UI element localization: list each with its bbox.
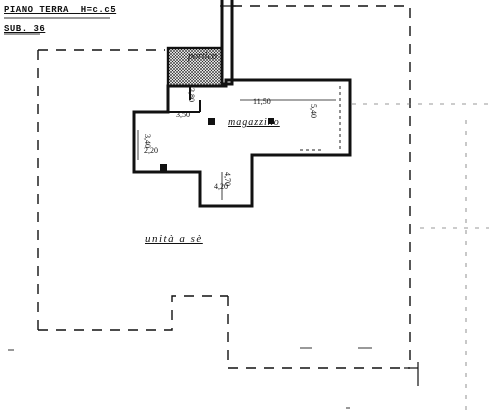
label-portico: portico [188, 51, 217, 62]
dimension-lines [137, 99, 336, 200]
label-magazzino: magazzino [228, 117, 280, 128]
dim-3-50: 3,50 [176, 110, 190, 119]
boundary-wall [220, 0, 234, 86]
floor-title: PIANO TERRA H=c.c5 [4, 5, 117, 15]
dim-11-50: 11,50 [253, 97, 271, 106]
lot-boundary-right [227, 5, 411, 369]
magazzino-walls [132, 78, 352, 208]
inner-partitions [168, 86, 201, 113]
lot-boundary-left [37, 49, 228, 331]
stray-marks [8, 347, 372, 409]
dim-2-20: 2,20 [144, 146, 158, 155]
portico-hatch [168, 48, 222, 86]
label-unita-a-se: unità a sè [145, 233, 203, 245]
dim-4-20: 4,20 [214, 182, 228, 191]
reference-lines [352, 103, 489, 414]
pillars [160, 118, 274, 171]
dim-5-40: 5,40 [309, 104, 318, 118]
sub-label: SUB. 36 [4, 24, 46, 34]
dim-3-80: 3,80 [187, 88, 196, 102]
interior-marks [300, 86, 341, 152]
corner-ticks [220, 5, 419, 386]
